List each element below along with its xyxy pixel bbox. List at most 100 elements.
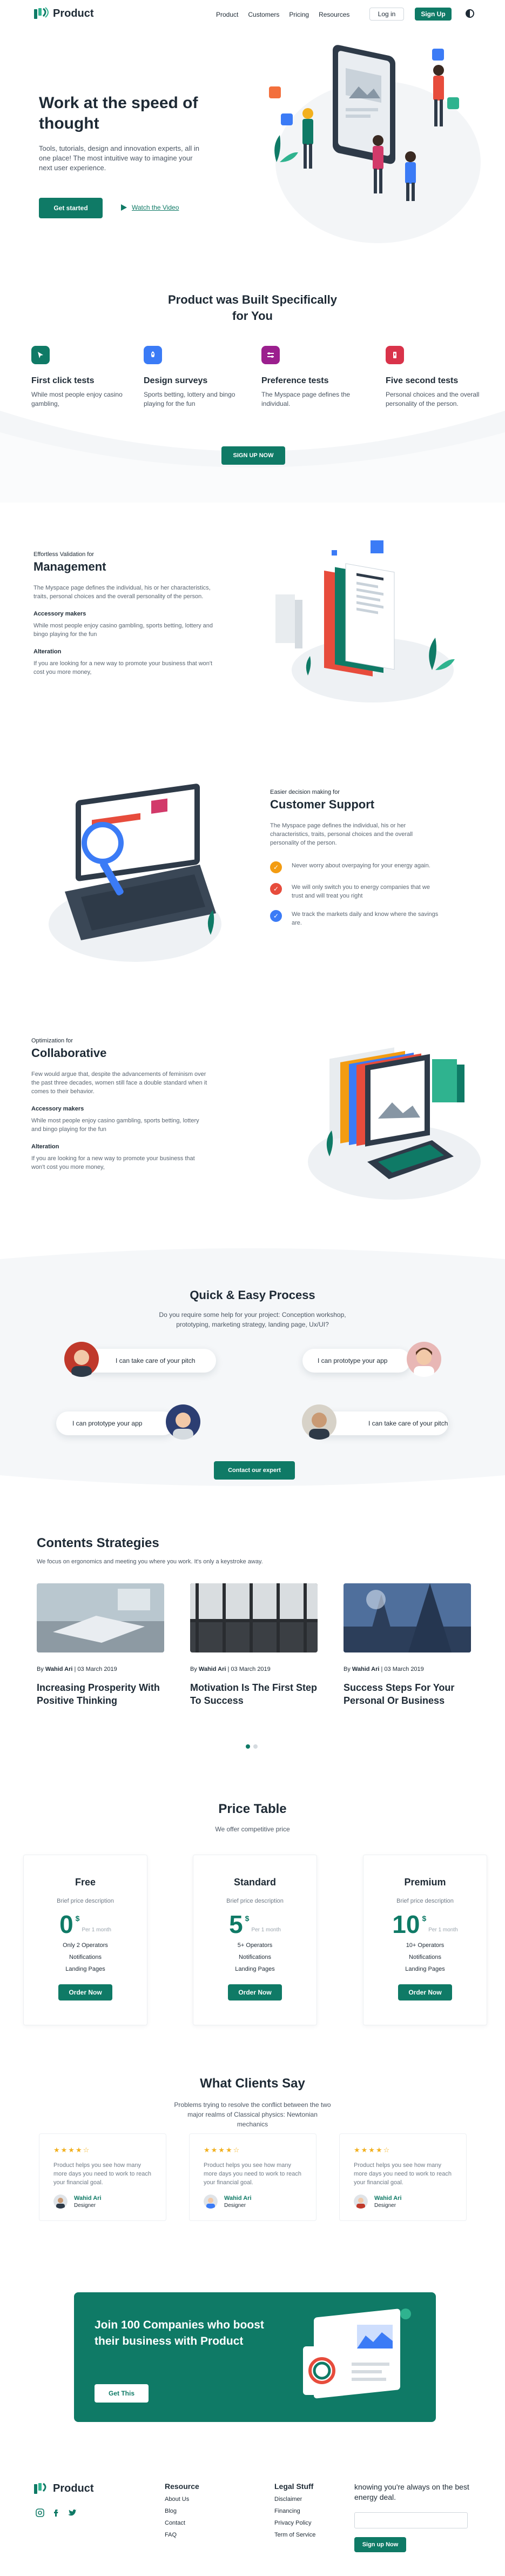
testimonial-quote: Product helps you see how many more days… bbox=[354, 2162, 452, 2186]
carousel-dots bbox=[246, 1744, 258, 1749]
feature-desc: Sports betting, lottery and bingo playin… bbox=[144, 391, 235, 407]
email-input[interactable] bbox=[354, 2512, 468, 2528]
watch-video-link[interactable]: Watch the Video bbox=[120, 204, 179, 211]
avatar bbox=[64, 1342, 99, 1377]
signup-now-button[interactable]: SIGN UP NOW bbox=[221, 446, 285, 465]
feature-title: Five second tests bbox=[386, 376, 459, 385]
blog-author: Wahid Ari bbox=[45, 1666, 73, 1672]
feature-card: Five second tests Personal choices and t… bbox=[386, 346, 488, 409]
footer-link-blog[interactable]: Blog bbox=[165, 2508, 177, 2514]
blog-card-title[interactable]: Success Steps For Your Personal Or Busin… bbox=[344, 1682, 455, 1706]
footer-link-about[interactable]: About Us bbox=[165, 2496, 190, 2503]
process-pill: I can prototype your app bbox=[56, 1411, 175, 1435]
support-section: Easier decision making for Customer Supp… bbox=[270, 789, 443, 937]
avatar bbox=[204, 2194, 218, 2209]
newsletter-text: knowing you're always on the best energy… bbox=[354, 2483, 469, 2501]
twitter-icon[interactable] bbox=[68, 2508, 77, 2517]
process-pill: I can take care of your pitch bbox=[81, 1349, 216, 1373]
process-pill: I can prototype your app bbox=[302, 1349, 410, 1373]
collab-section: Optimization for Collaborative Few would… bbox=[31, 1038, 210, 1172]
avatar bbox=[166, 1404, 200, 1440]
footer-link-disclaimer[interactable]: Disclaimer bbox=[274, 2496, 302, 2503]
nav-link-customers[interactable]: Customers bbox=[248, 11, 280, 18]
footer-link-faq[interactable]: FAQ bbox=[165, 2532, 177, 2538]
contact-expert-button[interactable]: Contact our expert bbox=[214, 1461, 295, 1480]
cursor-icon bbox=[31, 346, 50, 364]
login-button[interactable]: Log in bbox=[369, 8, 404, 21]
check-icon: ✓ bbox=[270, 910, 282, 922]
blog-card[interactable]: By Wahid Ari | 03 March 2019 Motivation … bbox=[190, 1583, 318, 1707]
order-now-button[interactable]: Order Now bbox=[58, 1984, 112, 2000]
signup-now-footer-button[interactable]: Sign up Now bbox=[354, 2537, 406, 2552]
footer-resource-heading: Resource bbox=[165, 2482, 199, 2491]
feature-desc: The Myspace page defines the individual. bbox=[261, 391, 351, 407]
price-row: 10 $ Per 1 month bbox=[363, 1912, 487, 1937]
plan-desc: Brief price description bbox=[226, 1898, 284, 1904]
blog-card-title[interactable]: Motivation Is The First Step To Success bbox=[190, 1682, 318, 1706]
price-row: 5 $ Per 1 month bbox=[193, 1912, 317, 1937]
management-p2: If you are looking for a new way to prom… bbox=[33, 660, 213, 675]
plan-feature: 10+ Operators bbox=[406, 1942, 445, 1949]
feature-title: Design surveys bbox=[144, 376, 208, 385]
blog-card[interactable]: By Wahid Ari | 03 March 2019 Success Ste… bbox=[344, 1583, 471, 1707]
carousel-dot[interactable] bbox=[253, 1744, 258, 1749]
watch-video-label: Watch the Video bbox=[132, 204, 179, 211]
plan-currency: $ bbox=[245, 1914, 250, 1923]
blog-date: 03 March 2019 bbox=[77, 1666, 117, 1672]
price-card-standard: Standard Brief price description 5 $ Per… bbox=[193, 1855, 317, 2025]
order-now-button[interactable]: Order Now bbox=[398, 1984, 452, 2000]
blog-card-title[interactable]: Increasing Prosperity With Positive Thin… bbox=[37, 1682, 160, 1706]
check-icon: ✓ bbox=[270, 861, 282, 873]
nav-link-product[interactable]: Product bbox=[216, 11, 239, 18]
signup-button[interactable]: Sign Up bbox=[415, 8, 452, 21]
logo-icon bbox=[34, 2483, 46, 2494]
plan-name: Premium bbox=[404, 1877, 446, 1888]
plan-feature: Landing Pages bbox=[235, 1966, 275, 1972]
footer-link-contact[interactable]: Contact bbox=[165, 2520, 185, 2526]
plan-name: Standard bbox=[233, 1877, 276, 1888]
blog-author: Wahid Ari bbox=[198, 1666, 226, 1672]
plan-currency: $ bbox=[75, 1914, 80, 1923]
plan-period: Per 1 month bbox=[428, 1927, 458, 1933]
theme-toggle-icon[interactable] bbox=[466, 9, 474, 18]
process-title: Quick & Easy Process bbox=[190, 1288, 315, 1302]
logo[interactable]: Product bbox=[33, 6, 94, 21]
hero-subtitle: Tools, tutorials, design and innovation … bbox=[39, 144, 200, 172]
feature-card: Preference tests The Myspace page define… bbox=[261, 346, 364, 409]
blog-card[interactable]: By Wahid Ari | 03 March 2019 Increasing … bbox=[37, 1583, 164, 1707]
facebook-icon[interactable] bbox=[52, 2508, 60, 2517]
footer-link-privacy[interactable]: Privacy Policy bbox=[274, 2520, 312, 2526]
testimonial-name: Wahid Ari bbox=[374, 2194, 402, 2202]
blog-meta: By Wahid Ari | 03 March 2019 bbox=[190, 1666, 271, 1672]
top-nav: Product Product Customers Pricing Resour… bbox=[0, 0, 505, 29]
testimonial-quote: Product helps you see how many more days… bbox=[53, 2162, 151, 2186]
avatar bbox=[302, 1404, 336, 1440]
testimonial-role: Designer bbox=[74, 2202, 96, 2209]
blog-image bbox=[190, 1583, 318, 1652]
nav-link-resources[interactable]: Resources bbox=[319, 11, 350, 18]
feature-card: First click tests While most people enjo… bbox=[31, 346, 134, 409]
carousel-dot-active[interactable] bbox=[246, 1744, 250, 1749]
testimonial-name: Wahid Ari bbox=[224, 2194, 252, 2202]
pricing-title: Price Table bbox=[218, 1802, 287, 1816]
pricing-subtitle: We offer competitive price bbox=[215, 1825, 290, 1833]
order-now-button[interactable]: Order Now bbox=[228, 1984, 282, 2000]
footer-resource-column: Resource About Us Blog Contact FAQ bbox=[165, 2482, 199, 2538]
footer-logo[interactable]: Product bbox=[33, 2481, 94, 2495]
get-started-button[interactable]: Get started bbox=[39, 198, 103, 218]
plan-price: 0 bbox=[59, 1910, 73, 1938]
documents-illustration bbox=[275, 540, 455, 702]
laptop-illustration bbox=[49, 784, 221, 962]
feature-title: First click tests bbox=[31, 376, 95, 385]
footer-newsletter: knowing you're always on the best energy… bbox=[354, 2482, 473, 2552]
nav-link-pricing[interactable]: Pricing bbox=[289, 11, 309, 18]
management-intro: The Myspace page defines the individual,… bbox=[33, 585, 211, 600]
footer-link-terms[interactable]: Term of Service bbox=[274, 2532, 316, 2538]
plan-feature: Landing Pages bbox=[65, 1966, 105, 1972]
management-eyebrow: Effortless Validation for bbox=[33, 551, 95, 558]
get-this-button[interactable]: Get This bbox=[95, 2384, 149, 2403]
plan-period: Per 1 month bbox=[82, 1927, 111, 1933]
footer-link-financing[interactable]: Financing bbox=[274, 2508, 300, 2514]
instagram-icon[interactable] bbox=[36, 2508, 44, 2517]
